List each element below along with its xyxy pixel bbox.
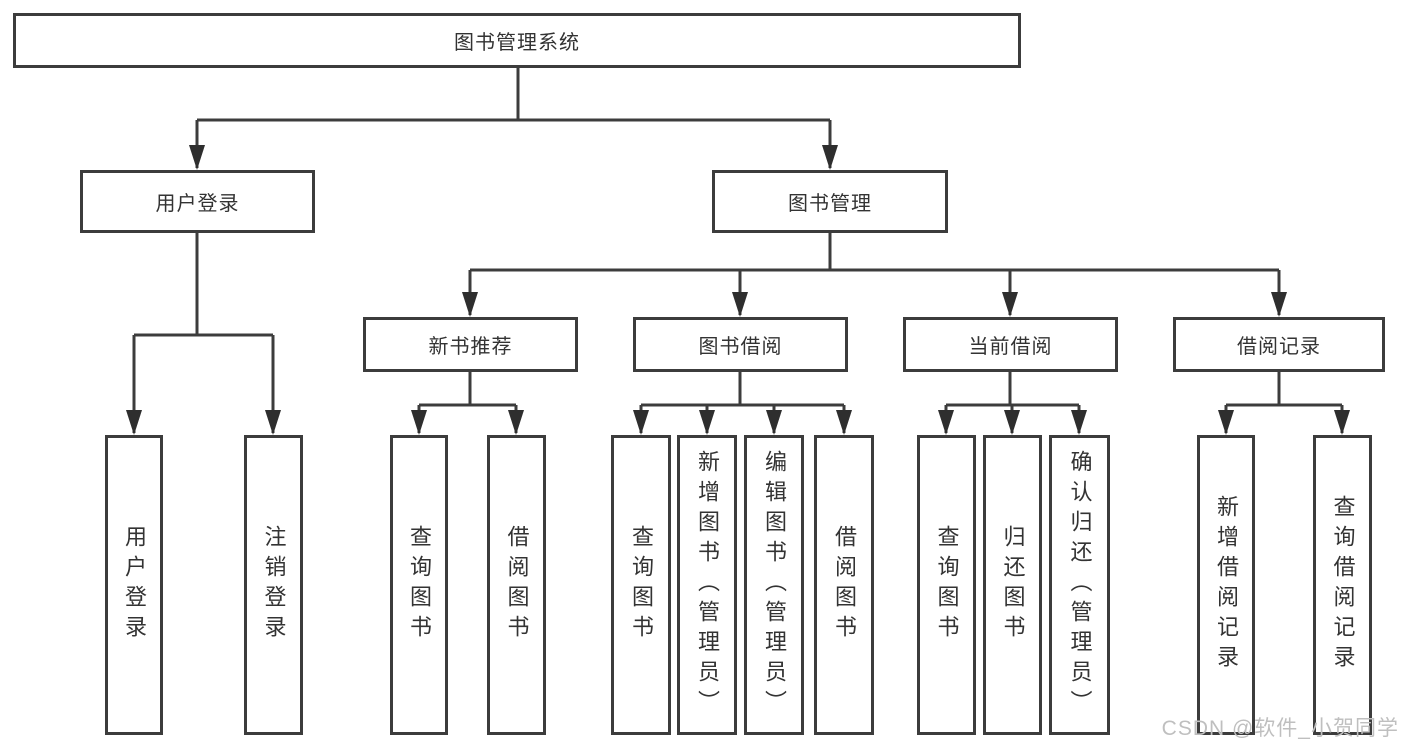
node-user-login: 用户登录 [80,170,315,233]
connector-root-to-level2 [195,68,832,168]
connector-borrow-records-to-leaves [1224,372,1344,433]
connector-new-book-recommend-to-leaves [417,372,518,433]
leaf-borrow-books-recommend: 借阅图书 [487,435,546,735]
leaf-label: 查询图书 [934,525,960,645]
connector-current-borrow-to-leaves [944,372,1081,433]
connector-book-borrow-to-leaves [639,372,846,433]
node-root-library-system: 图书管理系统 [13,13,1021,68]
node-new-book-recommend: 新书推荐 [363,317,578,372]
csdn-watermark: CSDN @软件_小贺同学 [1161,717,1399,740]
leaf-return-books: 归还图书 [983,435,1042,735]
leaf-query-books-borrow: 查询图书 [611,435,671,735]
connector-user-login-to-leaves [132,233,275,433]
leaf-query-books-recommend: 查询图书 [390,435,448,735]
node-book-borrow: 图书借阅 [633,317,848,372]
leaf-label: 查询图书 [629,525,654,645]
leaf-logout-login: 注销登录 [244,435,303,735]
leaf-label: 归还图书 [1000,525,1026,645]
leaf-label: 借阅图书 [504,525,530,645]
node-book-management: 图书管理 [712,170,948,233]
node-borrow-records: 借阅记录 [1173,317,1385,372]
leaf-add-borrow-record: 新增借阅记录 [1197,435,1255,735]
leaf-label: 确认归还（管理员） [1067,450,1093,720]
leaf-label: 注销登录 [261,525,287,645]
leaf-label: 借阅图书 [832,525,857,645]
leaf-add-books-admin: 新增图书（管理员） [677,435,737,735]
leaf-query-borrow-record: 查询借阅记录 [1313,435,1372,735]
node-current-borrow: 当前借阅 [903,317,1118,372]
leaf-label: 新增图书（管理员） [695,450,720,720]
leaf-edit-books-admin: 编辑图书（管理员） [744,435,804,735]
leaf-label: 用户登录 [122,525,147,645]
leaf-label: 查询借阅记录 [1330,495,1356,675]
leaf-borrow-books: 借阅图书 [814,435,874,735]
leaf-label: 编辑图书（管理员） [762,450,787,720]
leaf-label: 新增借阅记录 [1214,495,1239,675]
leaf-query-books-current: 查询图书 [917,435,976,735]
connector-book-management-to-level3 [468,233,1281,315]
leaf-user-login: 用户登录 [105,435,163,735]
leaf-confirm-return-admin: 确认归还（管理员） [1049,435,1110,735]
leaf-label: 查询图书 [407,525,432,645]
